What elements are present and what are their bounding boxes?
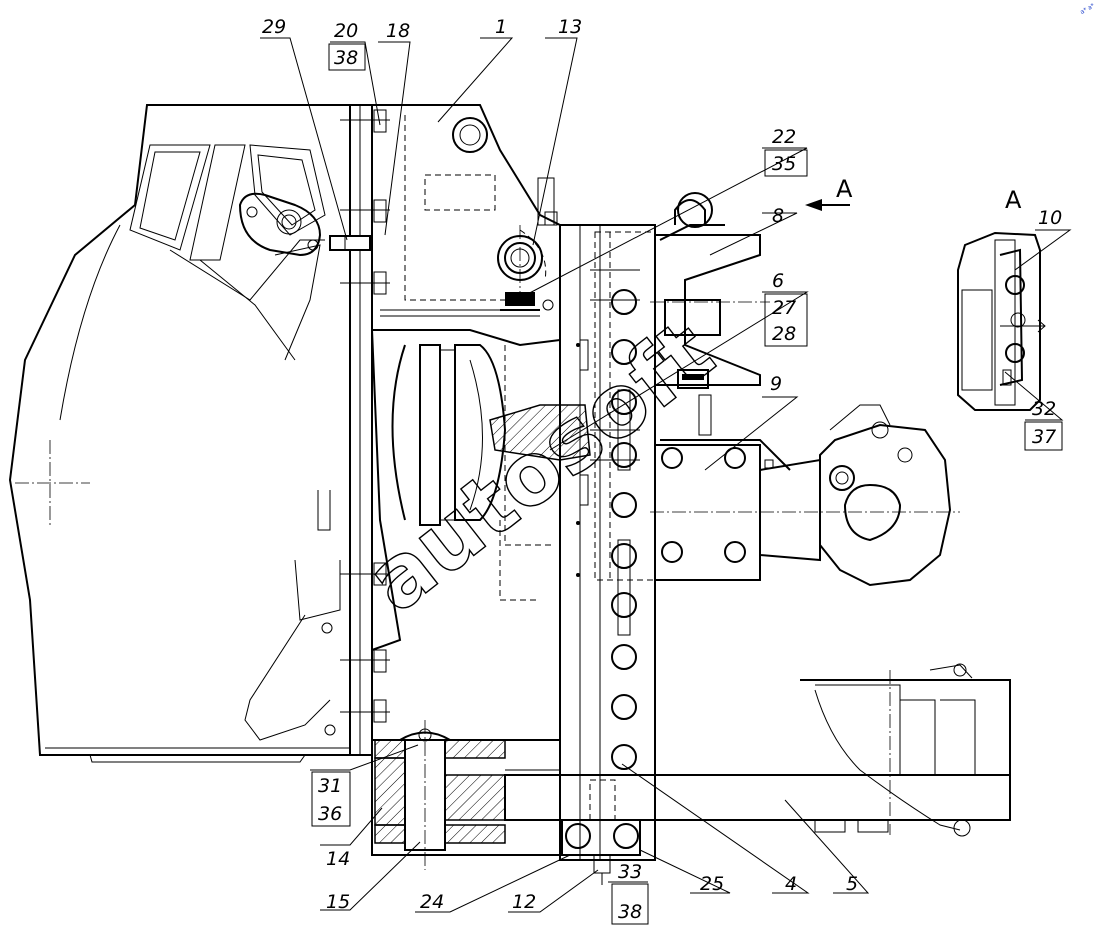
callout-6: 6: [772, 270, 784, 292]
callout-14: 14: [326, 848, 350, 870]
drawbar: [504, 663, 1011, 837]
callout-38-bottom: 38: [618, 901, 642, 923]
callout-labels: 29 20 38 18 1 13 22 35 8 6 27 28 9 10 32…: [262, 16, 1062, 923]
callout-32: 32: [1032, 398, 1056, 420]
callout-18: 18: [386, 20, 410, 42]
callout-24: 24: [420, 891, 444, 913]
upper-hitch: [650, 192, 770, 436]
callout-10: 10: [1038, 207, 1062, 229]
callout-28: 28: [772, 323, 796, 345]
view-arrow: A A: [805, 175, 1022, 214]
callout-1: 1: [495, 16, 507, 38]
lower-fork: [371, 720, 561, 870]
view-arrow-label: A: [836, 175, 853, 203]
coupling: [371, 329, 591, 651]
callout-9: 9: [770, 373, 782, 395]
callout-8: 8: [772, 205, 784, 227]
callout-31: 31: [318, 775, 342, 797]
callout-27: 27: [772, 297, 796, 319]
vertical-channel: [537, 177, 656, 861]
tractor-housing: [8, 104, 351, 763]
callout-5: 5: [846, 873, 858, 895]
callout-36: 36: [318, 803, 342, 825]
callout-35: 35: [772, 153, 796, 175]
callout-13: 13: [558, 16, 582, 38]
callout-20: 20: [334, 20, 358, 42]
detail-view-label: A: [1005, 186, 1022, 214]
callout-22: 22: [772, 126, 796, 148]
corner-mark: a* a*: [1079, 2, 1096, 16]
callout-leaders: [260, 37, 1072, 925]
callout-29: 29: [262, 16, 286, 38]
lower-hitch: [650, 404, 960, 587]
callout-37: 37: [1032, 426, 1056, 448]
callout-38-top: 38: [334, 47, 358, 69]
mounting-plate: [329, 104, 390, 756]
callout-4: 4: [785, 873, 797, 895]
detail-view-a: [957, 231, 1046, 411]
callout-12: 12: [512, 891, 536, 913]
lower-block: [561, 779, 641, 885]
callout-33: 33: [618, 861, 642, 883]
bracket: [371, 104, 561, 347]
callout-25: 25: [700, 873, 724, 895]
callout-15: 15: [326, 891, 350, 913]
